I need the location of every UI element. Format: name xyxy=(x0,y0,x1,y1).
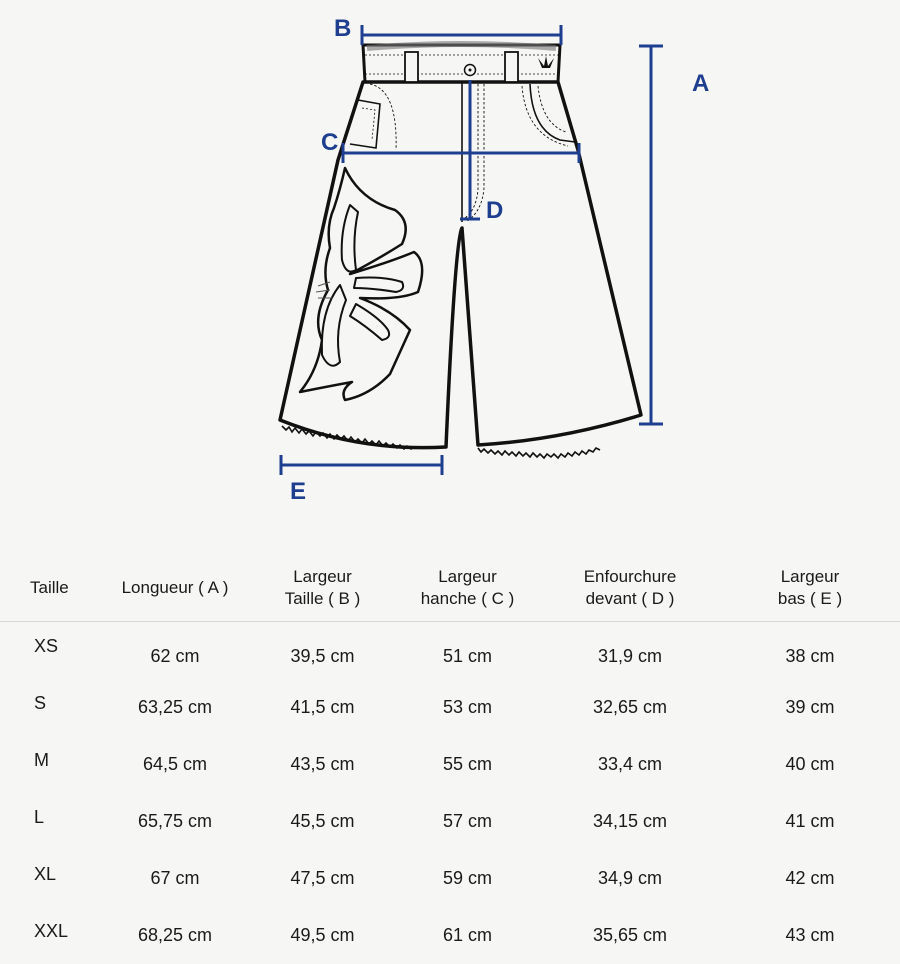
waist-cell: 47,5 cm xyxy=(290,868,355,888)
header-length: Longueur ( A ) xyxy=(100,555,250,622)
size-cell: S xyxy=(34,693,47,713)
logo-icon xyxy=(538,56,554,68)
frayed-hem xyxy=(281,425,601,460)
rise-cell: 32,65 cm xyxy=(592,697,668,717)
header-hip-width: Largeur hanche ( C ) xyxy=(395,555,540,622)
hip-cell: 57 cm xyxy=(442,811,493,831)
length-cell: 68,25 cm xyxy=(137,925,213,945)
size-chart-table: Taille Longueur ( A ) Largeur Taille ( B… xyxy=(0,555,900,964)
hem-cell: 39 cm xyxy=(785,697,835,717)
size-cell: XL xyxy=(34,864,57,884)
label-b: B xyxy=(334,15,351,42)
length-cell: 65,75 cm xyxy=(137,811,213,831)
waist-cell: 49,5 cm xyxy=(290,925,355,945)
rise-cell: 34,9 cm xyxy=(597,868,663,888)
hip-cell: 51 cm xyxy=(442,646,493,666)
table-row: XXL 68,25 cm 49,5 cm 61 cm 35,65 cm 43 c… xyxy=(0,907,900,964)
hip-cell: 59 cm xyxy=(442,868,493,888)
hem-cell: 42 cm xyxy=(785,868,835,888)
hem-cell: 41 cm xyxy=(785,811,835,831)
label-a: A xyxy=(692,70,709,97)
size-cell: M xyxy=(34,750,49,770)
waist-cell: 41,5 cm xyxy=(290,697,355,717)
measurement-lines xyxy=(279,25,663,475)
table-row: XS 62 cm 39,5 cm 51 cm 31,9 cm 38 cm xyxy=(0,622,900,680)
claw-graphic xyxy=(298,166,424,402)
table-row: XL 67 cm 47,5 cm 59 cm 34,9 cm 42 cm xyxy=(0,850,900,907)
length-cell: 62 cm xyxy=(150,646,200,666)
rise-cell: 31,9 cm xyxy=(597,646,663,666)
table-row: L 65,75 cm 45,5 cm 57 cm 34,15 cm 41 cm xyxy=(0,793,900,850)
hip-cell: 55 cm xyxy=(442,754,493,774)
hem-cell: 43 cm xyxy=(785,925,835,945)
length-cell: 67 cm xyxy=(150,868,200,888)
distress-marks xyxy=(315,281,332,299)
rise-cell: 34,15 cm xyxy=(592,811,668,831)
waist-cell: 39,5 cm xyxy=(290,646,355,666)
hip-cell: 53 cm xyxy=(442,697,493,717)
size-cell: XS xyxy=(34,636,59,656)
hem-cell: 38 cm xyxy=(785,646,835,666)
table-row: M 64,5 cm 43,5 cm 55 cm 33,4 cm 40 cm xyxy=(0,736,900,793)
shorts-diagram: A B C D E xyxy=(278,15,709,505)
rise-cell: 33,4 cm xyxy=(597,754,663,774)
length-cell: 63,25 cm xyxy=(137,697,213,717)
table-header-row: Taille Longueur ( A ) Largeur Taille ( B… xyxy=(0,555,900,622)
waist-cell: 43,5 cm xyxy=(290,754,355,774)
header-waist-width: Largeur Taille ( B ) xyxy=(250,555,395,622)
rise-cell: 35,65 cm xyxy=(592,925,668,945)
header-hem-width: Largeur bas ( E ) xyxy=(720,555,900,622)
header-front-rise: Enfourchure devant ( D ) xyxy=(540,555,720,622)
label-c: C xyxy=(321,129,338,156)
length-cell: 64,5 cm xyxy=(142,754,208,774)
hem-cell: 40 cm xyxy=(785,754,835,774)
label-d: D xyxy=(486,197,503,224)
size-cell: XXL xyxy=(34,921,69,941)
size-cell: L xyxy=(34,807,45,827)
waist-cell: 45,5 cm xyxy=(290,811,355,831)
waistband-details xyxy=(365,41,558,83)
hip-cell: 61 cm xyxy=(442,925,493,945)
header-size: Taille xyxy=(0,555,100,622)
table-row: S 63,25 cm 41,5 cm 53 cm 32,65 cm 39 cm xyxy=(0,679,900,736)
label-e: E xyxy=(290,478,306,505)
